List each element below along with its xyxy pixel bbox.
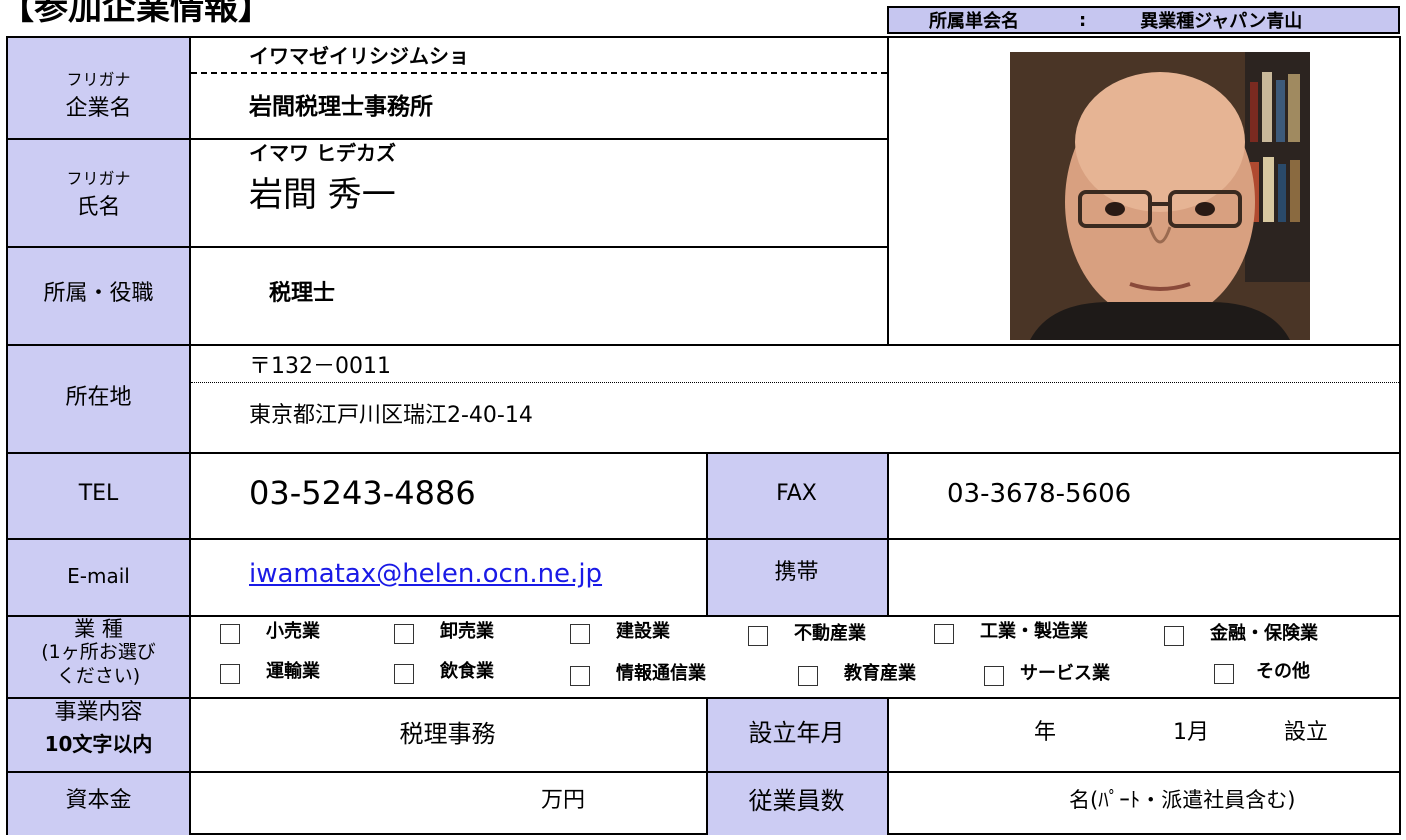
industry-option: サービス業 (1020, 663, 1110, 684)
employees-label: 従業員数 (748, 787, 845, 815)
checkbox-retail[interactable] (220, 624, 240, 644)
page-title: 【参加企業情報】 (0, 0, 272, 28)
address-value: 東京都江戸川区瑞江2-40-14 (249, 403, 533, 428)
label-bg-established (706, 697, 887, 771)
label-bg-address (8, 344, 189, 452)
furigana-divider (191, 72, 887, 74)
divider-right-col-2 (887, 697, 889, 835)
label-bg-name (8, 138, 189, 246)
divider-mid-col-2 (706, 697, 708, 835)
checkbox-wholesale[interactable] (394, 624, 414, 644)
label-bg-capital (8, 771, 189, 835)
industry-option: 卸売業 (440, 621, 494, 642)
checkbox-education[interactable] (798, 666, 818, 686)
label-bg-email (8, 538, 189, 615)
portrait-illustration (1010, 52, 1310, 340)
row-line-email (8, 615, 1401, 617)
tel-label: TEL (78, 481, 119, 506)
person-name: 岩間 秀一 (249, 175, 396, 215)
row-line-industry (8, 697, 1401, 699)
checkbox-service[interactable] (984, 666, 1004, 686)
row-line-business (8, 771, 1401, 773)
group-label: 所属単会名 (929, 11, 1019, 32)
industry-option: 情報通信業 (616, 663, 706, 684)
employees-unit: 名(ﾊﾟｰﾄ・派遣社員含む) (1069, 788, 1296, 812)
divider-right-col-1 (887, 452, 889, 615)
industry-option: 飲食業 (440, 661, 494, 682)
info-form-table: フリガナ 企業名 イワマゼイリシジムショ 岩間税理士事務所 フリガナ 氏名 イマ… (6, 36, 1401, 835)
industry-option: 金融・保険業 (1210, 623, 1318, 644)
company-name: 岩間税理士事務所 (249, 94, 433, 120)
industry-option: 運輸業 (266, 661, 320, 682)
tel-value: 03-5243-4886 (249, 474, 476, 512)
checkbox-manufacturing[interactable] (934, 624, 954, 644)
postal-code: 〒132－0011 (249, 354, 391, 379)
label-bg-mobile (706, 538, 887, 615)
profile-photo (1010, 52, 1310, 340)
industry-option: その他 (1256, 661, 1310, 682)
business-note: 10文字以内 (44, 732, 153, 756)
industry-option: 工業・製造業 (980, 621, 1088, 642)
industry-option: 建設業 (616, 621, 670, 642)
capital-unit: 万円 (541, 788, 586, 813)
industry-option: 不動産業 (794, 623, 866, 644)
furigana-label: フリガナ (66, 169, 131, 188)
checkbox-real-estate[interactable] (748, 626, 768, 646)
postal-divider (191, 382, 1401, 383)
established-year-unit: 年 (1034, 720, 1057, 745)
industry-note-2: ください) (56, 665, 141, 687)
established-month: 1月 (1173, 720, 1209, 745)
email-link[interactable]: iwamatax@helen.ocn.ne.jp (249, 559, 603, 589)
fax-label: FAX (776, 481, 817, 506)
label-bg-position (8, 246, 189, 344)
label-bg-business (8, 697, 189, 771)
company-furigana: イワマゼイリシジムショ (249, 44, 469, 68)
row-line-position (8, 344, 1401, 346)
group-name-box: 所属単会名 : 異業種ジャパン青山 (887, 6, 1400, 34)
fax-value: 03-3678-5606 (947, 479, 1132, 509)
address-label: 所在地 (65, 385, 132, 410)
label-bg-tel (8, 452, 189, 538)
industry-label: 業 種 (74, 617, 123, 641)
row-line-name (8, 246, 887, 248)
checkbox-construction[interactable] (570, 624, 590, 644)
divider-label-col (189, 38, 191, 835)
label-bg-fax (706, 452, 887, 538)
label-bg-employees (706, 771, 887, 835)
capital-label: 資本金 (65, 788, 132, 813)
business-label: 事業内容 (54, 700, 143, 725)
row-line-company (8, 138, 887, 140)
divider-mid-col-1 (706, 452, 708, 615)
mobile-label: 携帯 (774, 560, 819, 585)
label-bg-company (8, 38, 189, 138)
label-bg-industry (8, 615, 189, 697)
row-line-tel (8, 538, 1401, 540)
established-suffix: 設立 (1284, 720, 1329, 745)
position-value: 税理士 (269, 281, 336, 306)
company-label: 企業名 (65, 96, 132, 121)
checkbox-other[interactable] (1214, 664, 1234, 684)
checkbox-it[interactable] (570, 666, 590, 686)
name-furigana: イマワ ヒデカズ (249, 141, 396, 165)
group-separator: : (1079, 9, 1087, 31)
checkbox-transport[interactable] (220, 664, 240, 684)
group-value: 異業種ジャパン青山 (1140, 11, 1303, 32)
email-label: E-mail (67, 564, 130, 588)
industry-option: 小売業 (266, 621, 320, 642)
name-label: 氏名 (76, 195, 121, 220)
position-label: 所属・役職 (43, 281, 154, 306)
industry-option: 教育産業 (844, 663, 916, 684)
furigana-label: フリガナ (66, 70, 131, 89)
established-label: 設立年月 (748, 719, 845, 747)
checkbox-restaurant[interactable] (394, 664, 414, 684)
checkbox-finance[interactable] (1164, 626, 1184, 646)
industry-note-1: (1ヶ所お選び (41, 641, 156, 663)
row-line-address (8, 452, 1401, 454)
divider-photo-col (887, 38, 889, 344)
business-value: 税理事務 (399, 720, 496, 748)
